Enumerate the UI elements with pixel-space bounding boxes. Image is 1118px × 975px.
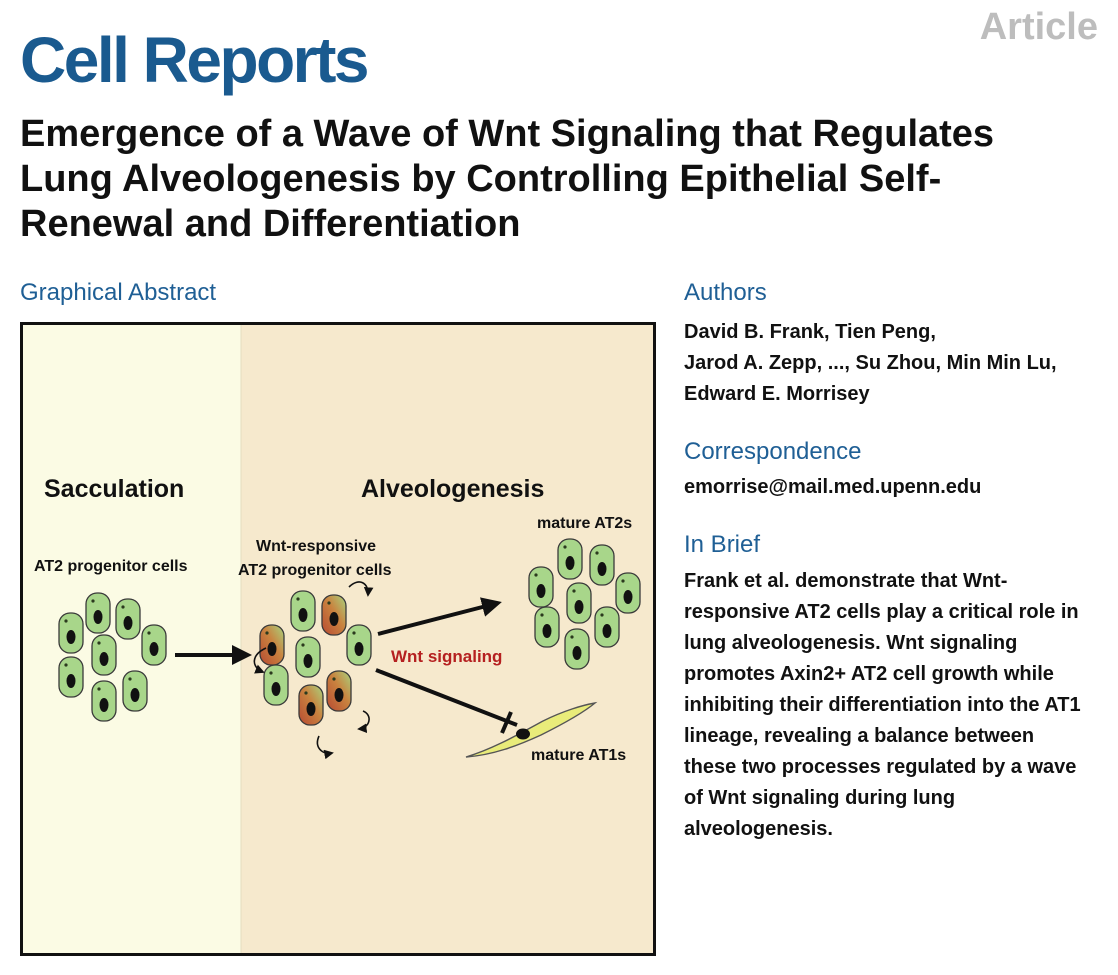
- mature-at1-cell: [465, 701, 598, 758]
- at2-cell: [122, 670, 148, 712]
- at2-cell: [58, 656, 84, 698]
- at2-cell: [528, 566, 554, 608]
- self-renewal-arrows: [253, 581, 374, 760]
- wnt-responsive-cell: [321, 594, 347, 636]
- article-title: Emergence of a Wave of Wnt Signaling tha…: [20, 113, 995, 245]
- at2-cell: [534, 606, 560, 648]
- mature-at2-label: mature AT2s: [537, 515, 632, 532]
- article-type-label: Article: [979, 6, 1098, 48]
- at2-cell: [346, 624, 372, 666]
- at2-cell: [58, 612, 84, 654]
- at2-cell: [566, 582, 592, 624]
- mature-at2-cell-cluster: [528, 538, 641, 670]
- wnt-responsive-cell-cluster: [259, 590, 372, 726]
- author-line: David B. Frank, Tien Peng,: [684, 321, 936, 343]
- at2-cell: [141, 624, 167, 666]
- alveologenesis-label: Alveologenesis: [361, 475, 544, 503]
- in-brief-line: these two processes regulated by a wave: [684, 756, 1077, 778]
- correspondence-email[interactable]: emorrise@mail.med.upenn.edu: [684, 476, 982, 498]
- in-brief-text: Frank et al. demonstrate that Wnt- respo…: [684, 566, 1114, 845]
- wnt-responsive-cell: [298, 684, 324, 726]
- at2-cell: [290, 590, 316, 632]
- at2-cell: [557, 538, 583, 580]
- at2-cell: [594, 606, 620, 648]
- at2-cell: [295, 636, 321, 678]
- mature-at1-label: mature AT1s: [531, 747, 626, 764]
- correspondence-heading: Correspondence: [684, 438, 862, 465]
- in-brief-line: alveologenesis.: [684, 818, 833, 840]
- in-brief-heading: In Brief: [684, 531, 761, 558]
- author-line: Edward E. Morrisey: [684, 383, 870, 405]
- in-brief-line: responsive AT2 cells play a critical rol…: [684, 601, 1079, 623]
- graphical-abstract-heading: Graphical Abstract: [20, 279, 217, 306]
- at2-cell: [615, 572, 641, 614]
- in-brief-line: lineage, revealing a balance between: [684, 725, 1035, 747]
- wnt-responsive-cell: [259, 624, 285, 666]
- wnt-responsive-cell: [326, 670, 352, 712]
- wnt-responsive-label-2: AT2 progenitor cells: [238, 562, 392, 579]
- at2-cell: [263, 664, 289, 706]
- author-line: Jarod A. Zepp, ..., Su Zhou, Min Min Lu,: [684, 352, 1057, 374]
- authors-list: David B. Frank, Tien Peng, Jarod A. Zepp…: [684, 317, 1114, 410]
- graphical-abstract-figure: Sacculation Alveologenesis AT2 progenito…: [20, 322, 656, 956]
- inhibition-line: [375, 668, 518, 727]
- wnt-signaling-label: Wnt signaling: [391, 647, 502, 666]
- at2-cell: [91, 680, 117, 722]
- at2-cell: [85, 592, 111, 634]
- in-brief-line: inhibiting their differentiation into th…: [684, 694, 1081, 716]
- at2-cell: [564, 628, 590, 670]
- in-brief-line: Frank et al. demonstrate that Wnt-: [684, 570, 1008, 592]
- wnt-responsive-label-1: Wnt-responsive: [256, 538, 376, 555]
- self-renewal-to-at2-arrow: [377, 597, 502, 636]
- in-brief-line: lung alveologenesis. Wnt signaling: [684, 632, 1018, 654]
- at2-cell: [115, 598, 141, 640]
- progenitor-cell-cluster: [58, 592, 167, 722]
- in-brief-line: of Wnt signaling during lung: [684, 787, 956, 809]
- authors-heading: Authors: [684, 279, 767, 306]
- progenitor-label: AT2 progenitor cells: [34, 558, 188, 575]
- journal-name: Cell Reports: [20, 24, 369, 96]
- inhibition-bar: [500, 711, 513, 734]
- in-brief-line: promotes Axin2+ AT2 cell growth while: [684, 663, 1054, 685]
- at2-cell: [91, 634, 117, 676]
- sacculation-label: Sacculation: [44, 475, 184, 503]
- at2-cell: [589, 544, 615, 586]
